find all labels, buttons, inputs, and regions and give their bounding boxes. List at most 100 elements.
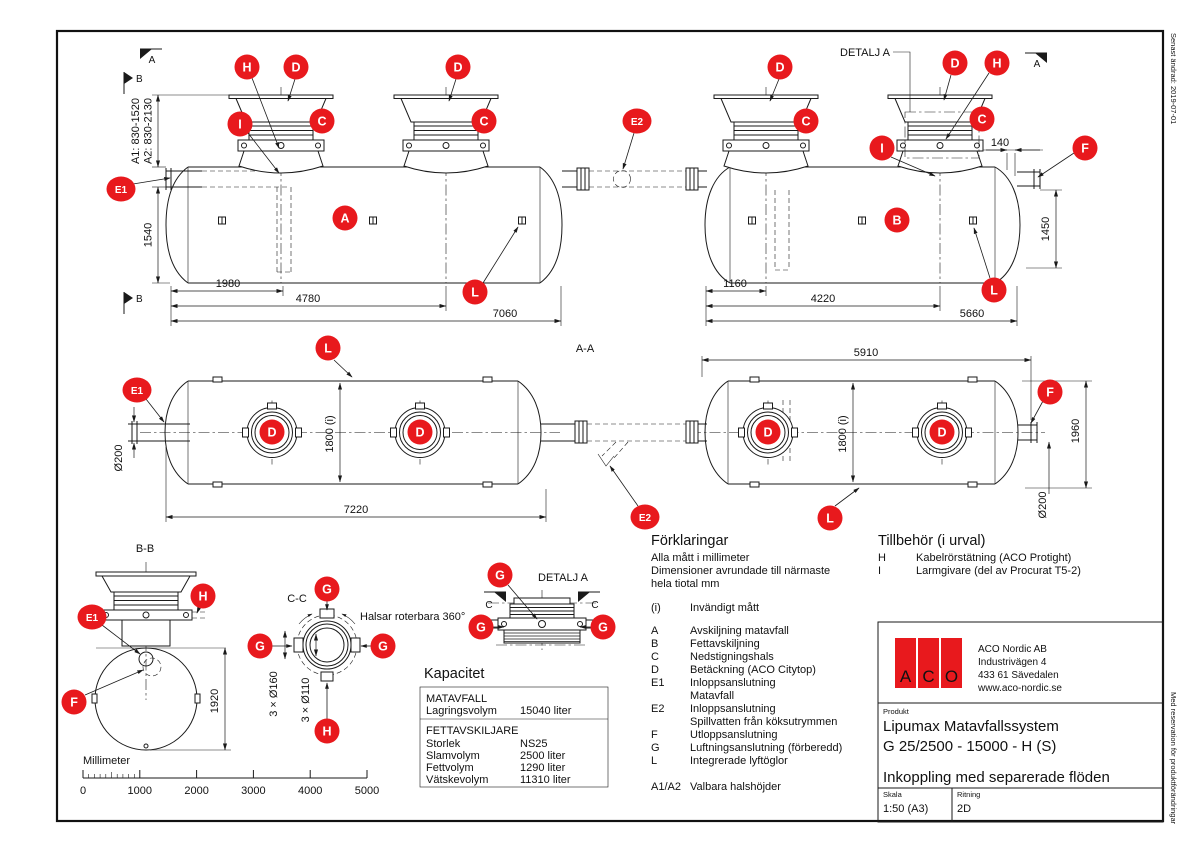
svg-text:F: F xyxy=(1046,386,1054,400)
svg-text:F: F xyxy=(70,696,78,710)
plan-view: A-A xyxy=(113,343,1092,522)
svg-text:B: B xyxy=(892,214,901,228)
marker-g: G xyxy=(370,633,396,659)
marker-e1: E1 xyxy=(77,604,107,630)
svg-text:E2: E2 xyxy=(651,703,664,715)
svg-text:E2: E2 xyxy=(639,513,652,524)
section-aa-label: A-A xyxy=(576,343,595,355)
svg-text:3000: 3000 xyxy=(241,785,265,797)
svg-text:A: A xyxy=(1034,59,1041,70)
e2-pipe-elevation xyxy=(562,167,707,191)
section-arrow-a-left: A xyxy=(140,48,162,66)
svg-text:B: B xyxy=(136,294,143,305)
svg-text:Valbara halshöjder: Valbara halshöjder xyxy=(690,781,781,793)
svg-text:B: B xyxy=(651,638,658,650)
last-changed-note: Senast ändrad: 2019-07-01 xyxy=(1169,33,1178,124)
svg-text:H: H xyxy=(242,61,251,75)
marker-d: D xyxy=(942,50,968,76)
forklaringar-legend: Förklaringar Alla mått i millimeter Dime… xyxy=(651,533,842,793)
svg-text:Lagringsvolym: Lagringsvolym xyxy=(426,705,497,717)
section-arrow-b-top: B xyxy=(123,72,143,94)
svg-text:Fettvolym: Fettvolym xyxy=(426,762,474,774)
svg-text:E2: E2 xyxy=(631,117,644,128)
svg-text:7220: 7220 xyxy=(344,504,368,516)
svg-text:Luftningsanslutning (förberedd: Luftningsanslutning (förberedd) xyxy=(690,742,842,754)
svg-text:G: G xyxy=(495,569,505,583)
svg-text:1800 (i): 1800 (i) xyxy=(324,415,336,452)
marker-d: D xyxy=(407,419,433,445)
cc-dimensions: 3 × Ø160 3 × Ø110 xyxy=(268,630,319,722)
marker-f: F xyxy=(1072,135,1098,161)
svg-text:L: L xyxy=(826,512,834,526)
detail-base-hatch xyxy=(503,629,581,644)
kapacitet-title: Kapacitet xyxy=(424,666,484,682)
svg-text:Fettavskiljning: Fettavskiljning xyxy=(690,638,760,650)
svg-text:1540: 1540 xyxy=(143,223,155,247)
svg-text:H: H xyxy=(198,590,207,604)
svg-text:I: I xyxy=(238,118,241,132)
leader-lines xyxy=(84,72,1075,719)
svg-text:FETTAVSKILJARE: FETTAVSKILJARE xyxy=(426,725,519,737)
marker-l: L xyxy=(981,277,1007,303)
ritning-label: Ritning xyxy=(957,790,980,799)
svg-text:Larmgivare (del av Procurat T5: Larmgivare (del av Procurat T5-2) xyxy=(916,565,1081,577)
marker-d: D xyxy=(445,54,471,80)
svg-text:1800 (i): 1800 (i) xyxy=(837,415,849,452)
company-city: 433 61 Sävedalen xyxy=(978,670,1059,681)
svg-text:0: 0 xyxy=(80,785,86,797)
svg-text:5910: 5910 xyxy=(854,347,878,359)
marker-l: L xyxy=(315,335,341,361)
svg-text:C: C xyxy=(591,600,598,611)
svg-text:C: C xyxy=(479,115,488,129)
svg-text:Avskiljning matavfall: Avskiljning matavfall xyxy=(690,625,789,637)
detail-a-callout: DETALJ A xyxy=(840,47,891,59)
scale-bar-minor-ticks xyxy=(88,772,135,778)
svg-text:G: G xyxy=(598,621,608,635)
svg-text:D: D xyxy=(775,61,784,75)
marker-h: H xyxy=(234,54,260,80)
marker-d: D xyxy=(767,54,793,80)
reference-markers: H D I C D C E1 A L E2 D C D H C I B F L … xyxy=(61,50,1098,744)
svg-text:L: L xyxy=(990,284,998,298)
svg-text:L: L xyxy=(651,755,657,767)
marker-c: C xyxy=(793,108,819,134)
svg-text:Alla mått i millimeter: Alla mått i millimeter xyxy=(651,552,750,564)
svg-text:G: G xyxy=(322,583,332,597)
svg-text:O: O xyxy=(945,667,958,686)
svg-text:Inloppsanslutning: Inloppsanslutning xyxy=(690,677,776,689)
marker-h: H xyxy=(314,718,340,744)
svg-text:H: H xyxy=(322,725,331,739)
marker-b: B xyxy=(884,207,910,233)
svg-text:1960: 1960 xyxy=(1070,419,1082,443)
svg-text:(i): (i) xyxy=(651,602,661,614)
produkt-label: Produkt xyxy=(883,707,910,716)
company-web: www.aco-nordic.se xyxy=(977,683,1062,694)
marker-c: C xyxy=(471,108,497,134)
product-name-1: Lipumax Matavfallssystem xyxy=(883,718,1059,735)
svg-text:Ø200: Ø200 xyxy=(113,445,125,472)
svg-text:15040 liter: 15040 liter xyxy=(520,705,572,717)
svg-text:C: C xyxy=(317,115,326,129)
svg-text:A: A xyxy=(651,625,659,637)
svg-text:D: D xyxy=(415,426,424,440)
forklaringar-title: Förklaringar xyxy=(651,533,729,549)
tank-a-plan xyxy=(128,376,542,488)
marker-e1: E1 xyxy=(122,377,152,403)
svg-text:A2: 830-2130: A2: 830-2130 xyxy=(143,98,155,164)
reservation-note: Med reservation för produktförändringar xyxy=(1169,692,1178,825)
svg-text:11310 liter: 11310 liter xyxy=(520,774,571,786)
svg-text:D: D xyxy=(937,426,946,440)
svg-text:1920: 1920 xyxy=(209,689,221,713)
svg-text:C: C xyxy=(977,113,986,127)
svg-text:C: C xyxy=(651,651,659,663)
marker-a: A xyxy=(332,205,358,231)
svg-text:D: D xyxy=(763,426,772,440)
product-name-2: G 25/2500 - 15000 - H (S) xyxy=(883,738,1056,755)
scale-bar-title: Millimeter xyxy=(83,755,130,767)
svg-text:Betäckning (ACO Citytop): Betäckning (ACO Citytop) xyxy=(690,664,816,676)
svg-text:Nedstigningshals: Nedstigningshals xyxy=(690,651,774,663)
ritning-value: 2D xyxy=(957,803,971,815)
svg-text:G: G xyxy=(476,621,486,635)
svg-text:Spillvatten från köksutrymmen: Spillvatten från köksutrymmen xyxy=(690,716,837,728)
svg-text:F: F xyxy=(651,729,658,741)
